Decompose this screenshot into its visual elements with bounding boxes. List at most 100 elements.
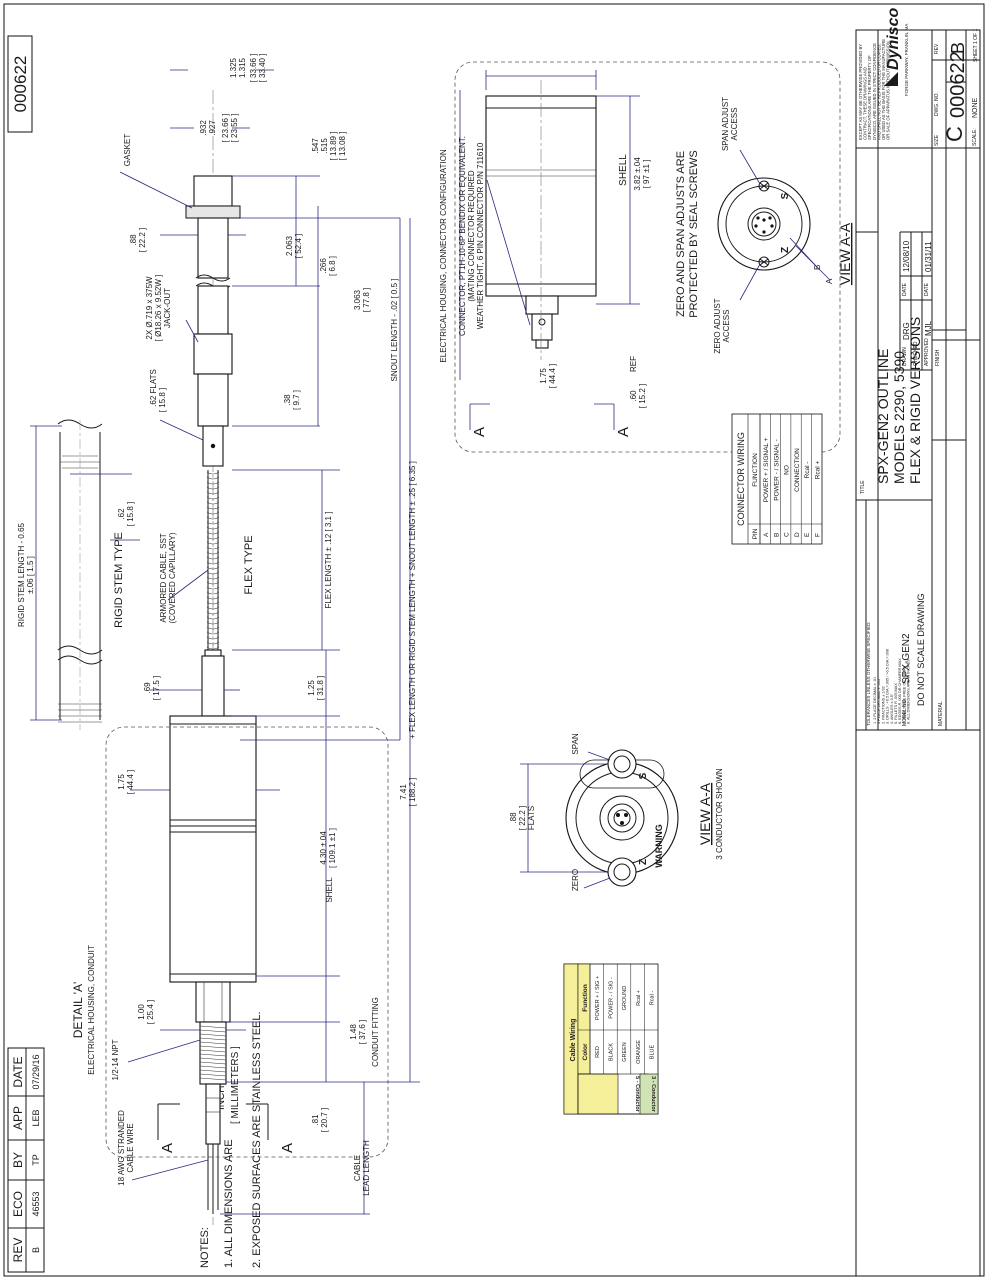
face-z-label: Z (780, 247, 791, 253)
aa-dim-88: .88 (509, 812, 518, 824)
rv-dim-60-mm: [ 15.2 ] (638, 384, 647, 408)
connector-header-function: FUNCTION (752, 453, 759, 487)
rv-section-a-left: A (471, 427, 488, 437)
connector-row-pin: B (773, 533, 780, 537)
title-label: TITLE (860, 480, 866, 494)
drawn-date-label: DATE (902, 282, 908, 296)
drawing-number-tab: 000622 (7, 35, 33, 133)
span-access: SPAN ADJUST (721, 97, 730, 151)
aa-dim-88-mm: [ 22.2 ] (518, 806, 527, 830)
dim-125-mm: [ 31.8 ] (316, 676, 325, 700)
note-1: 1. ALL DIMENSIONS ARE (223, 1139, 235, 1268)
dim-38-mm: [ 9.7 ] (292, 390, 301, 410)
rev-value-eco: 46553 (31, 1191, 41, 1216)
dim-100: 1.00 (137, 1004, 146, 1020)
npt-threads (199, 1025, 227, 1081)
rev-header-date: DATE (11, 1056, 25, 1087)
rev-value: B (948, 42, 968, 54)
conduit-fitting: CONDUIT FITTING (371, 997, 380, 1067)
disclaimer-line: OR USED AS THE BASIS FOR THE MANUFACTURE (881, 39, 886, 140)
zero-access-2: ACCESS (722, 310, 731, 343)
tolerance-item: 4. ANGLES ± 0.5° (890, 693, 894, 724)
dwg-no-value: 000622 (947, 51, 969, 118)
dim-266: .266 (319, 258, 328, 274)
company-name: Dynisco (885, 8, 902, 70)
jackout-label-3: JACK-OUT (163, 288, 172, 328)
flex-length: FLEX LENGTH ± .12 [ 3.1 ] (324, 512, 333, 609)
snout-length: SNOUT LENGTH - .02 [ 0.5 ] (390, 279, 399, 382)
dim-1308: [ 13.08 ] (338, 132, 347, 161)
cable-lead-label-2: LEAD LENGTH (362, 1140, 371, 1196)
dim-1389: [ 13.89 ] (329, 132, 338, 161)
connector-row-pin: E (804, 532, 811, 537)
shell-value: 4.30 ±.04 (319, 831, 328, 865)
connector-wiring-title: CONNECTOR WIRING (736, 432, 746, 526)
flats-label: .62 FLATS (149, 369, 158, 407)
dim-125: 1.25 (307, 680, 316, 696)
dim-175: 1.75 (117, 774, 126, 790)
connector-row-pin: C (784, 532, 791, 537)
rev-value-rev: B (31, 1247, 41, 1253)
tolerance-item: 7. PART TO BE FREE OF BURRS (902, 665, 906, 724)
dim-69-mm: [ 17.5 ] (152, 676, 161, 700)
dim-81: .81 (311, 1114, 320, 1126)
aa-z-label: Z (638, 859, 649, 865)
drawn-date: 12/08/10 (902, 240, 911, 272)
approved-value: MJL (924, 320, 933, 336)
rv-section-a-right: A (615, 427, 632, 437)
disclaimer-line: AND SHALL NOT BE REPRODUCED OR COPIED, (876, 43, 881, 140)
dim-148: 1.48 (349, 1024, 358, 1040)
note-1-mm: [ MILLIMETERS ] (230, 1046, 241, 1124)
armored-cable-label: ARMORED CABLE, SST (159, 533, 168, 622)
rev-header-app: APP (11, 1106, 25, 1130)
awg-label-2: CABLE WIRE (126, 1123, 135, 1172)
total-formula: + FLEX LENGTH OR RIGID STEM LENGTH + SNO… (408, 461, 417, 739)
cable-row-color: GREEN (622, 1042, 628, 1062)
dim-175-mm: [ 44.4 ] (126, 770, 135, 794)
connector-row-function: POWER + / SIGNAL + (763, 437, 770, 502)
total-741-mm: [ 188.2 ] (408, 778, 417, 807)
connector-row-pin: D (794, 532, 801, 537)
cable-lead-label: CABLE (353, 1155, 362, 1181)
shell-value-mm: [ 109.1 ±1 ] (328, 828, 337, 868)
rv-dim-175-mm: [ 44.4 ] (548, 364, 557, 388)
connector-face-view: ZERO AND SPAN ADJUSTS ARE PROTECTED BY S… (675, 97, 853, 354)
cable-row-color: BLUE (649, 1044, 655, 1059)
rigid-stem-length: RIGID STEM LENGTH - 0.65 (17, 522, 26, 627)
do-not-scale: DO NOT SCALE DRAWING (916, 593, 926, 706)
aa-flats: FLATS (527, 806, 536, 830)
section-a-left: A (159, 1143, 176, 1153)
connector-row-function: Rcal - (804, 462, 811, 479)
note-1-inches: INCHES (216, 1072, 227, 1110)
cable-row-color: BLACK (609, 1043, 615, 1061)
span-access-2: ACCESS (730, 108, 739, 141)
rv-shell-value-mm: [ 97 ±1 ] (642, 160, 651, 189)
detail-a-subtitle: ELECTRICAL HOUSING, CONDUIT (87, 945, 96, 1075)
aa-view-subtitle: 3 CONDUCTOR SHOWN (715, 768, 724, 860)
awg-label: 18 AWG STRANDED (117, 1110, 126, 1186)
connector-row-function: NO (784, 465, 791, 475)
title-line-2: MODELS 2290, 5390 (891, 351, 907, 484)
tolerance-item: 2. FRACTIONS ± 1/32 (881, 686, 885, 724)
cable-header-color: Color (582, 1043, 589, 1060)
dim-2063-mm: [ 52.4 ] (294, 234, 303, 258)
notes-heading: NOTES: (199, 1227, 211, 1268)
dim-927: .927 (208, 120, 217, 136)
rv-shell-value: 3.82 ±.04 (633, 157, 642, 191)
cable-row-function: POWER - / SIG - (609, 977, 615, 1019)
connector-spec-3: WEATHER TIGHT, 6 PIN CONNECTOR P/N 71161… (476, 142, 485, 329)
cable-row-function: Rcal - (649, 991, 655, 1006)
jackout-label-2: [ Ø18.26 x 9.52W ] (154, 275, 163, 342)
view-aa-title: VIEW A-A (837, 222, 853, 285)
dim-69: .69 (143, 682, 152, 694)
sheet-label: SHEET 1 OF 1 (973, 29, 979, 62)
size-label: SIZE (934, 134, 940, 146)
tolerances-head: TOLERANCES UNLESS OTHERWISE SPECIFIED: (866, 622, 871, 726)
dim-932: .932 (199, 120, 208, 136)
main-assembly-labels: RIGID STEM LENGTH - 0.65 ±.06 [ 1.5 ] RI… (17, 54, 417, 1196)
tolerance-item: 5. FILLETS R .005 MAX (894, 683, 898, 724)
rev-value-by: TP (31, 1154, 41, 1166)
model-no-label: MODEL NO (902, 699, 908, 726)
